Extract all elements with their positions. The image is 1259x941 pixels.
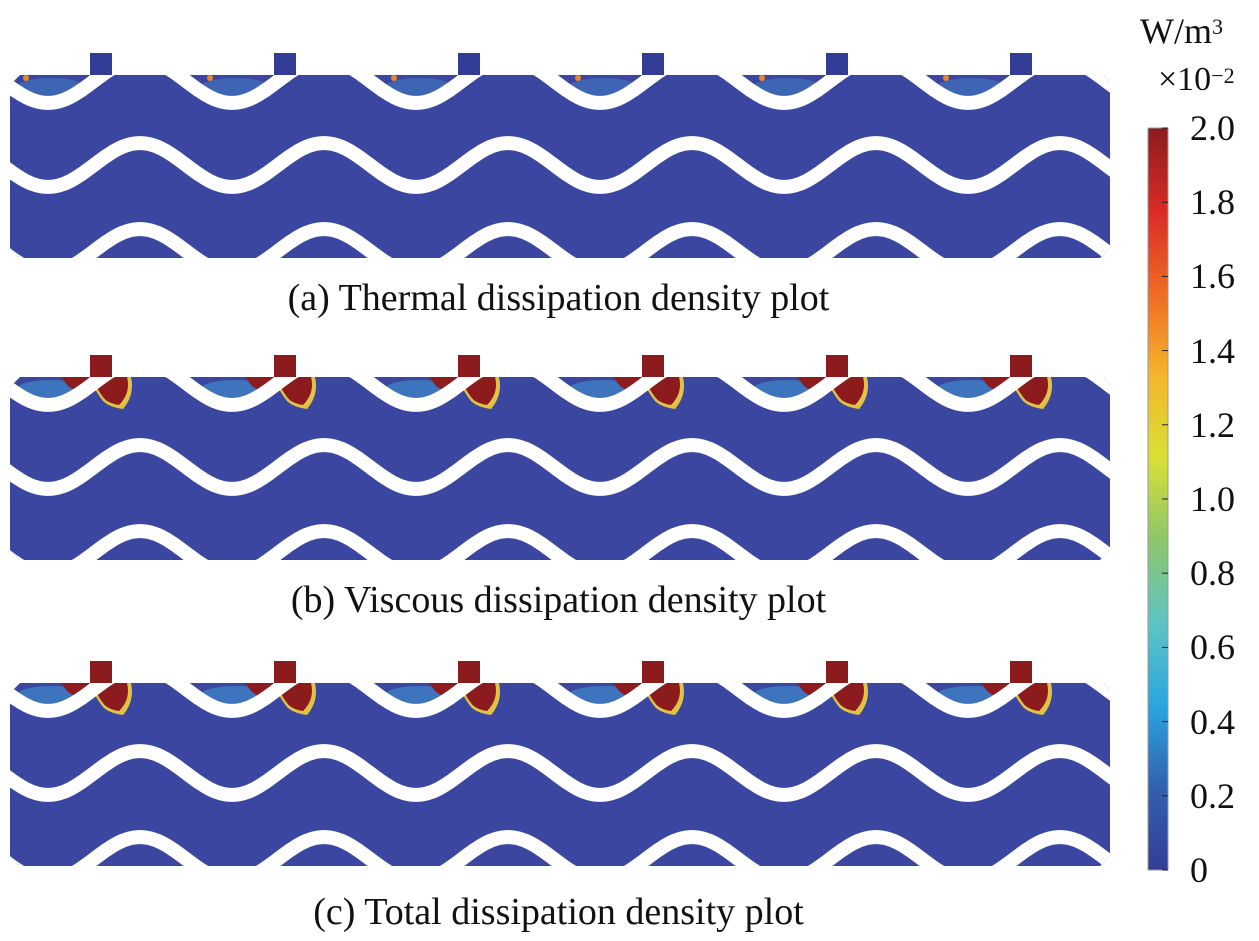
- thermal-speck: [23, 75, 29, 81]
- thermal-speck: [575, 75, 581, 81]
- colorbar-tick-label: 0.6: [1190, 627, 1235, 668]
- colorbar-tick-label: 1.6: [1190, 256, 1235, 297]
- thermal-speck: [759, 75, 765, 81]
- colorbar-tick-label: 1.4: [1190, 330, 1235, 371]
- inlet-port: [458, 355, 480, 377]
- inlet-port: [274, 355, 296, 377]
- inlet-port: [458, 53, 480, 75]
- wall-wave-0: [10, 683, 1110, 718]
- colorbar-tick-label: 0.2: [1190, 775, 1235, 816]
- inlet-port: [90, 661, 112, 683]
- panel-a: [10, 53, 1110, 258]
- inlet-port: [90, 355, 112, 377]
- wall-wave-1: [10, 438, 1110, 496]
- inlet-port: [826, 53, 848, 75]
- colorbar-scale: ×10−2: [1158, 61, 1235, 98]
- inlet-port: [642, 355, 664, 377]
- colorbar-tick-label: 1.2: [1190, 404, 1235, 445]
- colorbar-unit: W/m3: [1140, 11, 1223, 51]
- inlet-port: [1010, 355, 1032, 377]
- flow-domain: [10, 377, 1110, 560]
- wall-wave-1: [10, 136, 1110, 194]
- wall-wave-0: [10, 377, 1110, 412]
- caption-a: (a) Thermal dissipation density plot: [287, 277, 830, 319]
- wall-wave-2: [10, 830, 1110, 866]
- colorbar-tick-label: 0: [1190, 850, 1208, 890]
- panel-c: [10, 661, 1110, 866]
- caption-b: (b) Viscous dissipation density plot: [290, 579, 827, 621]
- flow-domain: [10, 75, 1110, 258]
- inlet-port: [642, 661, 664, 683]
- wall-wave-2: [10, 222, 1110, 258]
- colorbar-tick-label: 0.4: [1190, 701, 1235, 742]
- inlet-port: [1010, 53, 1032, 75]
- colorbar-tick-label: 0.8: [1190, 553, 1235, 594]
- colorbar-tick-label: 2.0: [1190, 108, 1235, 148]
- inlet-port: [90, 53, 112, 75]
- inlet-port: [274, 661, 296, 683]
- colorbar-tick-label: 1.8: [1190, 182, 1235, 223]
- inlet-port: [1010, 661, 1032, 683]
- inlet-port: [642, 53, 664, 75]
- inlet-port: [826, 355, 848, 377]
- thermal-speck: [391, 75, 397, 81]
- flow-domain: [10, 683, 1110, 866]
- thermal-speck: [943, 75, 949, 81]
- inlet-port: [274, 53, 296, 75]
- thermal-speck: [207, 75, 213, 81]
- inlet-port: [826, 661, 848, 683]
- colorbar-tick-label: 1.0: [1190, 479, 1235, 519]
- wall-wave-1: [10, 744, 1110, 802]
- panel-b: [10, 355, 1110, 560]
- wall-wave-0: [10, 75, 1110, 110]
- inlet-port: [458, 661, 480, 683]
- caption-c: (c) Total dissipation density plot: [313, 891, 804, 933]
- wall-wave-2: [10, 524, 1110, 560]
